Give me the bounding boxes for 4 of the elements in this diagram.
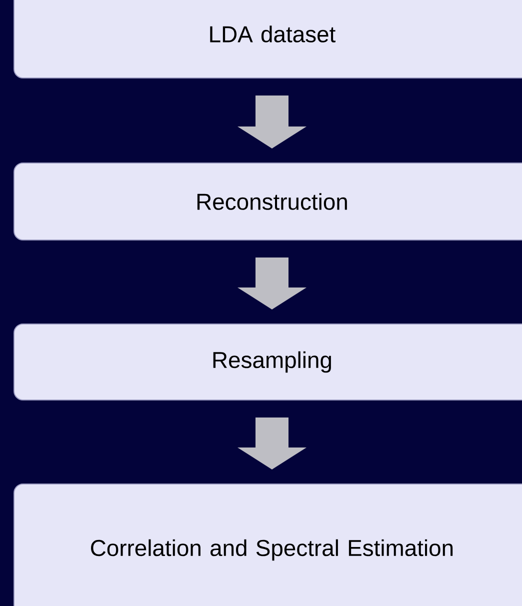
process-box: Resampling bbox=[14, 324, 522, 400]
process-box: Reconstruction bbox=[14, 162, 522, 240]
process-box: Correlation and Spectral Estimation bbox=[14, 484, 522, 606]
process-box: LDA dataset bbox=[14, 0, 522, 78]
